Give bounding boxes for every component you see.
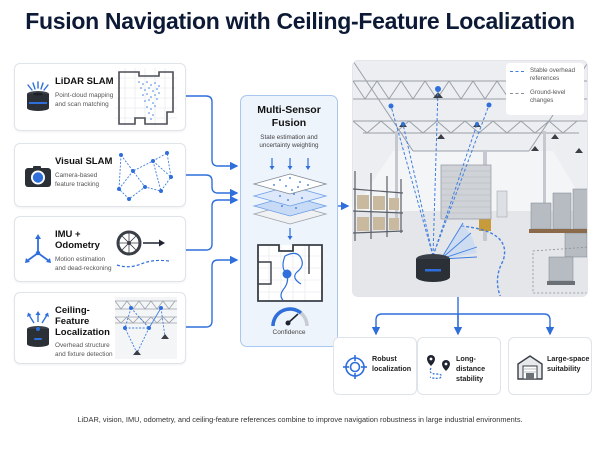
input-card-lidar-slam[interactable]: LiDAR SLAM Point-cloud mapping and scan m… <box>14 63 186 131</box>
target-crosshair-icon <box>342 354 368 380</box>
wheel-odometry-illustration <box>115 223 177 275</box>
card-subtitle: and dead-reckoning <box>55 265 112 272</box>
floor-plan-trajectory-illustration <box>257 244 323 302</box>
warehouse-drawing <box>353 61 587 296</box>
card-subtitle: feature tracking <box>55 181 100 188</box>
outcome-label: localization <box>372 364 412 373</box>
fusion-title-line: Multi-Sensor <box>257 104 321 116</box>
connector-ceiling <box>186 255 239 328</box>
warehouse-icon <box>517 354 543 380</box>
card-title-line: Ceiling-Feature <box>55 305 90 327</box>
connector-lidar <box>186 95 239 171</box>
legend-label: Ground-level <box>530 89 566 96</box>
card-title: LiDAR SLAM <box>55 76 114 87</box>
outcome-label: stability <box>456 374 484 383</box>
feature-graph-illustration <box>115 149 177 201</box>
card-title: Visual SLAM <box>55 156 113 167</box>
legend-swatch-ground <box>510 93 524 94</box>
connector-imu <box>186 195 239 251</box>
card-subtitle: Motion estimation <box>55 256 106 263</box>
card-subtitle: Overhead structure <box>55 342 110 349</box>
confidence-gauge <box>269 304 311 328</box>
page-title: Fusion Navigation with Ceiling-Feature L… <box>25 8 575 34</box>
card-subtitle: Camera-based <box>55 172 98 179</box>
card-subtitle: and fixture detection <box>55 351 113 358</box>
connector-visual <box>186 174 239 198</box>
camera-icon <box>23 157 53 193</box>
point-cloud-map-illustration <box>115 68 177 126</box>
footer-caption: LiDAR, vision, IMU, odometry, and ceilin… <box>77 415 523 424</box>
outcome-label: suitability <box>547 364 581 373</box>
card-title-line: Localization <box>55 327 110 338</box>
confidence-label: Confidence <box>272 329 306 336</box>
outcome-label: Robust <box>372 354 397 363</box>
layer-stack-illustration <box>250 156 330 246</box>
upward-sensor-icon <box>23 310 53 347</box>
legend-label: Stable overhead <box>530 67 576 74</box>
fusion-subtitle-line: uncertainty weighting <box>259 142 319 149</box>
legend-label: changes <box>530 96 554 104</box>
input-card-visual-slam[interactable]: Visual SLAM Camera-based feature tracking <box>14 143 186 207</box>
input-card-imu-odometry[interactable]: IMU + Odometry Motion estimation and dead… <box>14 216 186 282</box>
legend-swatch-stable <box>510 71 524 72</box>
ceiling-truss-illustration <box>115 297 177 359</box>
connector-branch <box>375 313 551 334</box>
axes-icon <box>23 231 53 267</box>
legend-label: references <box>530 74 560 82</box>
card-subtitle: and scan matching <box>55 101 109 108</box>
lidar-sensor-icon <box>23 79 53 115</box>
outcome-label: Large-space <box>547 354 590 363</box>
card-subtitle: Point-cloud mapping <box>55 92 114 99</box>
outcome-label: Long-distance <box>456 354 486 373</box>
fusion-title-line: Fusion <box>271 117 307 129</box>
card-title: IMU + Odometry <box>55 229 100 251</box>
route-pins-icon <box>426 354 452 380</box>
fusion-subtitle-line: State estimation and <box>260 134 318 141</box>
